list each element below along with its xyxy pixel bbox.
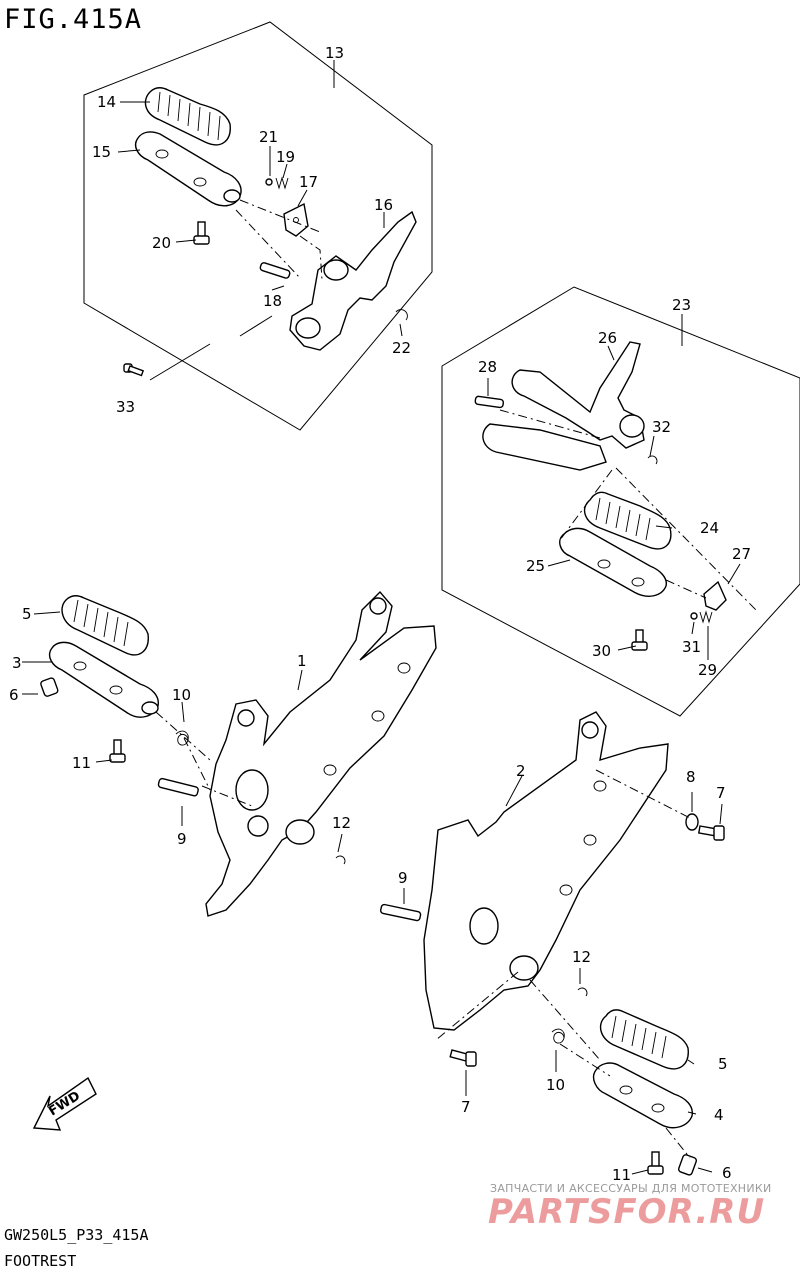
bolt-30 bbox=[631, 629, 648, 651]
callout-27: 27 bbox=[732, 545, 751, 563]
bracket-1 bbox=[205, 590, 437, 917]
assembly-23-frame bbox=[441, 286, 800, 717]
pin-9-right bbox=[379, 903, 422, 922]
plate-27 bbox=[703, 580, 727, 611]
callout-6-left: 6 bbox=[9, 686, 19, 704]
watermark-tagline: ЗАПЧАСТИ И АКСЕССУАРЫ ДЛЯ МОТОТЕХНИКИ bbox=[490, 1182, 772, 1195]
footrest-plate-25 bbox=[559, 527, 667, 597]
bracket-2 bbox=[423, 711, 669, 1031]
callout-9-left: 9 bbox=[177, 830, 187, 848]
callout-25: 25 bbox=[526, 557, 545, 575]
callout-7-lower: 7 bbox=[461, 1098, 471, 1116]
clip-32 bbox=[647, 455, 658, 465]
bracket-16 bbox=[289, 210, 417, 351]
callout-26: 26 bbox=[598, 329, 617, 347]
footrest-rubber-14 bbox=[144, 87, 231, 146]
callout-20: 20 bbox=[152, 234, 171, 252]
callout-9-right: 9 bbox=[398, 869, 408, 887]
figure-title: FIG.415A bbox=[4, 4, 143, 35]
footrest-rubber-5-left bbox=[61, 595, 149, 656]
assembly-13-frame bbox=[83, 21, 433, 431]
ball-31 bbox=[690, 612, 698, 620]
pin-18 bbox=[259, 262, 291, 279]
callout-21: 21 bbox=[259, 128, 278, 146]
figure-code: GW250L5_P33_415A bbox=[4, 1226, 149, 1244]
callout-32: 32 bbox=[652, 418, 671, 436]
callout-10-left: 10 bbox=[172, 686, 191, 704]
callout-8: 8 bbox=[686, 768, 696, 786]
callout-24: 24 bbox=[700, 519, 719, 537]
callout-28: 28 bbox=[478, 358, 497, 376]
callout-22: 22 bbox=[392, 339, 411, 357]
callout-labels: 13 14 15 21 19 17 16 20 18 22 33 23 26 2… bbox=[9, 44, 751, 1184]
callout-33: 33 bbox=[116, 398, 135, 416]
bolt-7-lower bbox=[449, 1049, 477, 1067]
pin-9-left bbox=[157, 777, 199, 797]
pin-28 bbox=[474, 395, 505, 409]
callout-18: 18 bbox=[263, 292, 282, 310]
callout-5-right: 5 bbox=[718, 1055, 728, 1073]
callout-13: 13 bbox=[325, 44, 344, 62]
callout-6-right: 6 bbox=[722, 1164, 732, 1182]
bolt-7-upper bbox=[697, 825, 725, 841]
bracket-26 bbox=[482, 341, 645, 471]
fwd-arrow-icon bbox=[32, 1076, 97, 1131]
bolt-11-right bbox=[647, 1151, 664, 1175]
plate-17 bbox=[283, 202, 309, 237]
leader-lines bbox=[22, 60, 741, 1175]
callout-15: 15 bbox=[92, 143, 111, 161]
footrest-plate-15 bbox=[134, 131, 242, 207]
callout-17: 17 bbox=[299, 173, 318, 191]
callout-5-left: 5 bbox=[22, 605, 32, 623]
callout-3: 3 bbox=[12, 654, 22, 672]
callout-30: 30 bbox=[592, 642, 611, 660]
watermark-logo: PARTSFOR.RU bbox=[488, 1192, 766, 1232]
callout-12-right: 12 bbox=[572, 948, 591, 966]
callout-16: 16 bbox=[374, 196, 393, 214]
clip-12-right bbox=[577, 987, 588, 997]
clip-12-left bbox=[335, 855, 346, 865]
callout-10-right: 10 bbox=[546, 1076, 565, 1094]
bushing-6-right bbox=[677, 1154, 698, 1176]
callout-23: 23 bbox=[672, 296, 691, 314]
callout-4: 4 bbox=[714, 1106, 724, 1124]
washer-8 bbox=[685, 813, 699, 831]
callout-31: 31 bbox=[682, 638, 701, 656]
callout-14: 14 bbox=[97, 93, 116, 111]
callout-1: 1 bbox=[297, 652, 307, 670]
callout-19: 19 bbox=[276, 148, 295, 166]
ball-21 bbox=[265, 178, 273, 186]
figure-name: FOOTREST bbox=[4, 1252, 77, 1270]
spring-10-right bbox=[551, 1028, 565, 1044]
callout-2: 2 bbox=[516, 762, 526, 780]
footrest-rubber-5-right bbox=[599, 1009, 689, 1070]
callout-11-right: 11 bbox=[612, 1166, 631, 1184]
bolt-11-left bbox=[109, 739, 126, 763]
footrest-plate-3 bbox=[48, 641, 159, 718]
callout-7-upper: 7 bbox=[716, 784, 726, 802]
bolt-20 bbox=[193, 221, 210, 245]
callout-29: 29 bbox=[698, 661, 717, 679]
spring-29 bbox=[699, 610, 713, 624]
footrest-plate-4 bbox=[592, 1062, 693, 1129]
callout-12-left: 12 bbox=[332, 814, 351, 832]
bushing-6-left bbox=[40, 677, 59, 697]
bolt-33 bbox=[123, 363, 145, 377]
spring-10-left bbox=[175, 730, 189, 746]
callout-11-left: 11 bbox=[72, 754, 91, 772]
spring-19 bbox=[275, 176, 289, 190]
clip-22 bbox=[395, 309, 408, 321]
